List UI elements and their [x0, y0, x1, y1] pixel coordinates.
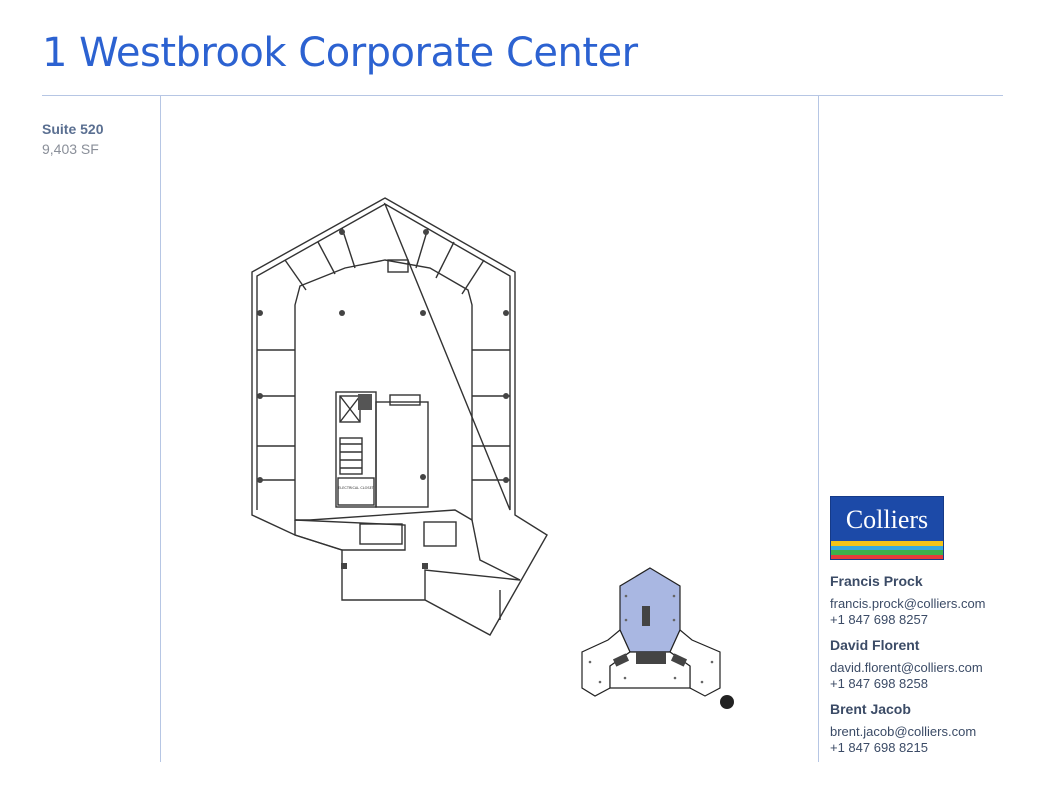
contact-phone[interactable]: +1 847 698 8257 — [830, 612, 928, 627]
contact-francis-prock: Francis Prock francis.prock@colliers.com… — [830, 573, 986, 628]
colliers-logo: Colliers — [830, 496, 944, 560]
left-column-divider — [160, 95, 161, 762]
page-title: 1 Westbrook Corporate Center — [42, 30, 638, 76]
contact-david-florent: David Florent david.florent@colliers.com… — [830, 637, 983, 692]
contact-email[interactable]: brent.jacob@colliers.com — [830, 724, 977, 739]
contact-name: Brent Jacob — [830, 701, 911, 717]
key-plan — [581, 567, 734, 709]
colliers-logo-text: Colliers — [845, 505, 929, 534]
suite-area: 9,403 SF — [42, 141, 99, 157]
contact-email[interactable]: david.florent@colliers.com — [830, 660, 983, 675]
contact-brent-jacob: Brent Jacob brent.jacob@colliers.com +1 … — [830, 701, 976, 756]
right-column-divider — [818, 95, 819, 762]
contact-name: Francis Prock — [830, 573, 923, 589]
suite-name: Suite 520 — [42, 121, 104, 137]
floor-plan: ELECTRICAL CLOSET — [251, 197, 548, 636]
logo-stripes — [831, 541, 943, 559]
contact-phone[interactable]: +1 847 698 8258 — [830, 676, 928, 691]
contact-email[interactable]: francis.prock@colliers.com — [830, 596, 986, 611]
header-divider — [42, 95, 1003, 96]
closet-label: ELECTRICAL CLOSET — [338, 486, 375, 490]
contact-name: David Florent — [830, 637, 920, 653]
contact-phone[interactable]: +1 847 698 8215 — [830, 740, 928, 755]
